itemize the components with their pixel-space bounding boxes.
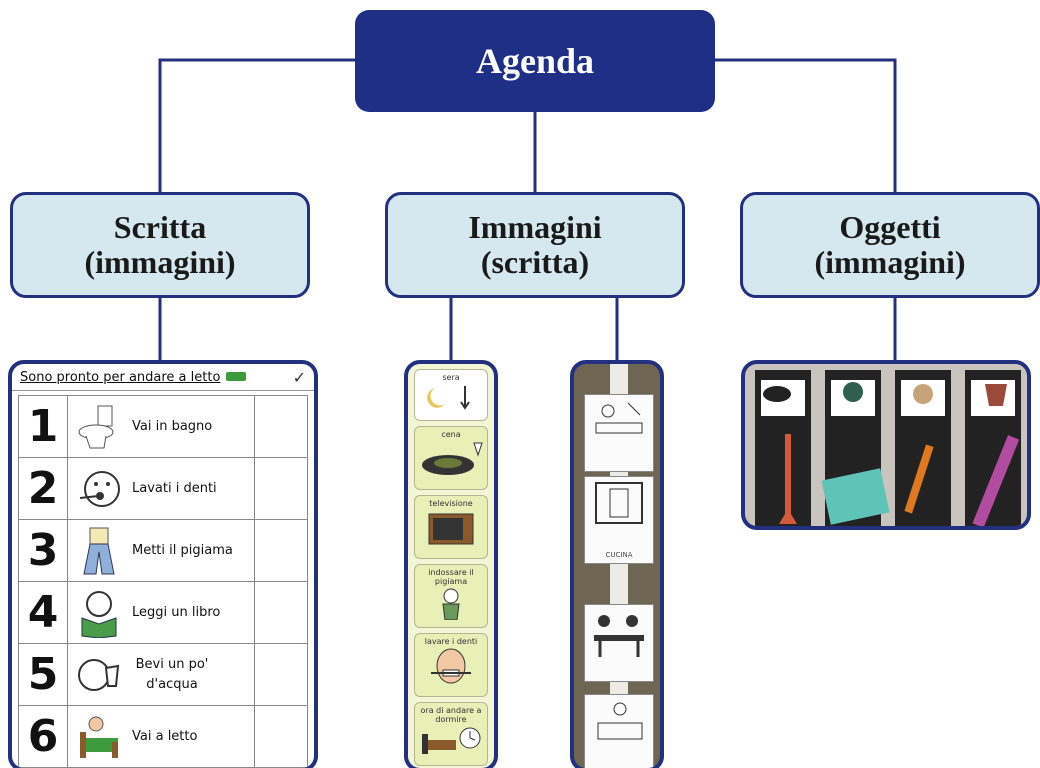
picture-card-caption: lavare i denti [424,637,478,646]
bed-sleep-icon [80,716,118,758]
picture-card: televisione [414,495,488,559]
check-cell [255,644,307,705]
picture-card-caption: sera [442,373,460,382]
category-oggetti: Oggetti (immagini) [740,192,1040,298]
panel-object-boards-photo [741,360,1031,530]
toothbrush-icon [904,444,934,514]
people-at-table-icon [594,615,644,657]
panel-bedtime-checklist: Sono pronto per andare a letto ✓ 1 Vai i… [8,360,318,768]
step-number: 2 [19,458,68,519]
dinner-plate-icon [422,442,483,475]
steps-table: 1 Vai in bagno 2 Lavati i denti [18,395,308,768]
check-cell [255,582,307,643]
step-number: 4 [19,582,68,643]
reading-book-icon [81,590,117,638]
room-card [584,604,654,682]
category-oggetti-line2: (immagini) [814,244,966,280]
room-card-kitchen: CUCINA [584,476,654,564]
root-label: Agenda [475,41,595,81]
step-row: 5 Bevi un po' d'acqua [19,644,307,706]
step-label: Vai in bagno [132,418,213,434]
fork-icon [779,434,797,524]
category-scritta: Scritta (immagini) [10,192,310,298]
category-oggetti-line1: Oggetti [839,208,941,245]
room-card [584,694,654,768]
room-card-caption: CUCINA [605,551,633,559]
pajamas-icon [83,527,115,574]
step-number: 1 [19,396,68,457]
step-number: 3 [19,520,68,581]
step-label: Metti il pigiama [132,542,233,558]
panel-picture-strip-evening: sera cena televisione indossare il pigia… [404,360,498,768]
step-row: 2 Lavati i denti [19,458,307,520]
comb-icon [972,435,1020,526]
check-cell [255,458,307,519]
picture-card: sera [414,369,488,421]
objects-photo-items [763,382,1020,526]
board-icons [763,382,1007,406]
sheet-title: Sono pronto per andare a letto [20,369,221,385]
moon-icon [427,386,470,410]
picture-card: cena [414,426,488,490]
sheet-header: Sono pronto per andare a letto ✓ [12,364,314,391]
bed-icon [226,371,247,381]
step-row: 6 Vai a letto [19,706,307,767]
step-label: Leggi un libro [132,604,221,620]
root-node-agenda: Agenda [355,10,715,112]
picture-card: lavare i denti [414,633,488,697]
check-cell [255,520,307,581]
dining-table-icon [595,402,643,434]
picture-card-caption: indossare il pigiama [428,568,474,586]
category-immagini: Immagini (scritta) [385,192,685,298]
picture-card-caption: televisione [429,499,473,508]
connector-root-left [158,58,355,192]
kitchen-icon [595,482,643,524]
connector-root-right [715,58,897,192]
picture-card: ora di andare a dormire [414,702,488,766]
sponge-icon [821,468,890,525]
category-immagini-line1: Immagini [468,208,602,245]
room-card [584,394,654,472]
category-immagini-line2: (scritta) [480,244,590,280]
step-row: 3 Metti il pigiama [19,520,307,582]
step-row: 4 Leggi un libro [19,582,307,644]
picture-card: indossare il pigiama [414,564,488,628]
step-label: Lavati i denti [132,480,217,496]
panel-picture-strip-rooms: CUCINA [570,360,664,768]
bed-clock-icon [422,727,481,754]
step-number: 6 [19,706,68,767]
check-cell [255,706,307,767]
toilet-icon [78,405,114,448]
picture-card-caption: cena [441,430,461,439]
pajamas-figure-icon [442,588,460,621]
picture-card-caption: ora di andare a dormire [420,706,482,724]
step-label: Vai a letto [132,728,198,744]
step-number: 5 [19,644,68,705]
checkmark-icon: ✓ [292,367,306,387]
check-cell [255,396,307,457]
category-scritta-line1: Scritta [113,208,207,245]
brushing-teeth-icon [431,648,471,684]
desk-person-icon [597,702,643,740]
television-icon [428,513,474,545]
toothbrush-face-icon [79,470,120,507]
category-scritta-line2: (immagini) [84,244,236,280]
step-label: Bevi un po' d'acqua [135,657,209,692]
step-row: 1 Vai in bagno [19,396,307,458]
drinking-water-icon [78,658,120,691]
